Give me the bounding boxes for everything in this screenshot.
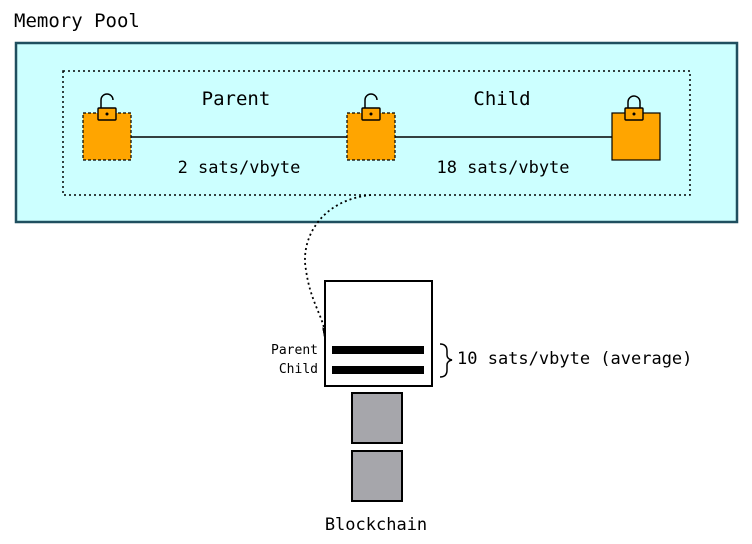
child-tx-bar: [332, 366, 424, 374]
unlocked-padlock-icon: [361, 93, 381, 121]
grouping-brace: [439, 343, 453, 378]
parent-transaction-box: [346, 93, 396, 161]
parent-label: Parent: [202, 88, 271, 110]
average-fee-rate: 10 sats/vbyte (average): [457, 349, 692, 369]
blockchain-label: Blockchain: [325, 515, 427, 535]
chain-block: [351, 450, 403, 502]
child-fee-rate: 18 sats/vbyte: [436, 158, 569, 178]
transaction-input-box: [82, 93, 132, 161]
block-child-label: Child: [279, 362, 318, 377]
transaction-package-boundary: [62, 70, 691, 196]
parent-fee-rate: 2 sats/vbyte: [178, 158, 301, 178]
mempool-title: Memory Pool: [14, 10, 140, 32]
parent-tx-bar: [332, 346, 424, 354]
unlocked-padlock-icon: [97, 93, 117, 121]
mined-together-arrow: [304, 194, 372, 338]
child-label: Child: [473, 88, 530, 110]
chain-block: [351, 392, 403, 444]
locked-padlock-icon: [624, 95, 644, 121]
child-transaction-box: [611, 95, 661, 161]
block-parent-label: Parent: [271, 343, 318, 358]
